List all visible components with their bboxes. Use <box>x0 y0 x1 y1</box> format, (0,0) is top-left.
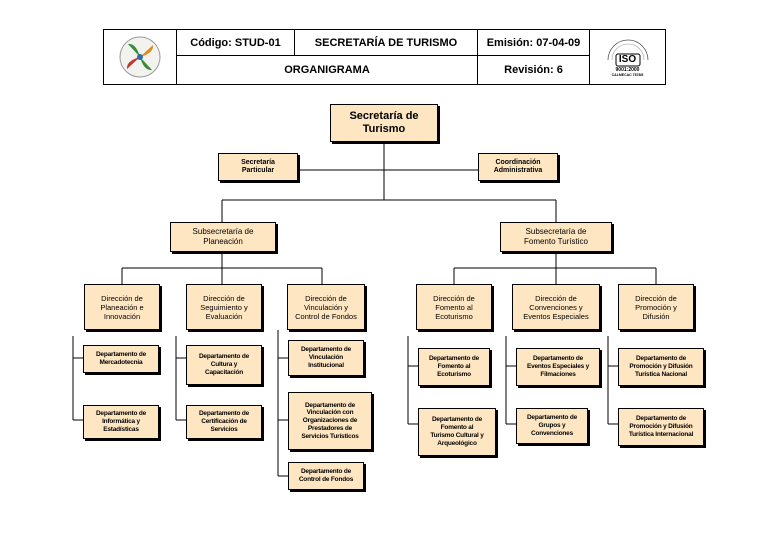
subsecretariat-tourism-promotion-box: Subsecretaría de Fomento Turístico <box>500 222 612 252</box>
department-box: Departamento de Promoción y Difusión Tur… <box>618 348 704 386</box>
code-cell: Código: STUD-01 <box>177 30 295 56</box>
department-box: Departamento de Control de Fondos <box>288 462 364 490</box>
department-box: Departamento de Mercadotecnia <box>83 345 159 373</box>
department-box: Departamento de Eventos Especiales y Fil… <box>516 348 600 386</box>
iso-seal-cell: ISO 9001:2000 CALMECAC 7878/8 <box>590 30 665 84</box>
department-box: Departamento de Vinculación Instituciona… <box>288 340 364 376</box>
iso-number: 9001:2000 <box>615 67 640 73</box>
private-secretariat-box: Secretaría Particular <box>218 153 298 181</box>
department-box: Departamento de Fomento al Turismo Cultu… <box>418 408 496 456</box>
direction-box: Dirección de Fomento al Ecoturismo <box>416 284 492 330</box>
administrative-coordination-box: Coordinación Administrativa <box>478 153 558 181</box>
direction-box: Dirección de Convenciones y Eventos Espe… <box>512 284 600 330</box>
iso-label: ISO <box>618 54 637 65</box>
iso-caption: CALMECAC 7878/8 <box>611 73 644 77</box>
department-box: Departamento de Cultura y Capacitación <box>186 345 262 385</box>
department-box: Departamento de Vinculación con Organiza… <box>288 392 372 450</box>
emission-cell: Emisión: 07-04-09 <box>478 30 590 56</box>
department-box: Departamento de Fomento al Ecoturismo <box>418 348 490 386</box>
logo-cell <box>104 30 177 84</box>
title-cell: SECRETARÍA DE TURISMO <box>295 30 478 56</box>
direction-box: Dirección de Promoción y Difusión <box>618 284 694 330</box>
document-header: Código: STUD-01 SECRETARÍA DE TURISMO Em… <box>103 29 666 85</box>
doc-type-cell: ORGANIGRAMA <box>177 56 478 84</box>
department-box: Departamento de Informática y Estadístic… <box>83 405 159 439</box>
direction-box: Dirección de Vinculación y Control de Fo… <box>287 284 365 330</box>
iso-seal-icon: ISO 9001:2000 CALMECAC 7878/8 <box>602 34 654 80</box>
department-box: Departamento de Promoción y Difusión Tur… <box>618 408 704 446</box>
department-box: Departamento de Grupos y Convenciones <box>516 408 588 444</box>
direction-box: Dirección de Seguimiento y Evaluación <box>186 284 262 330</box>
revision-cell: Revisión: 6 <box>478 56 590 84</box>
secretariat-box: Secretaría de Turismo <box>330 104 438 142</box>
tourism-logo-icon <box>119 36 161 78</box>
subsecretariat-planning-box: Subsecretaría de Planeación <box>170 222 276 252</box>
direction-box: Dirección de Planeación e Innovación <box>84 284 160 330</box>
department-box: Departamento de Certificación de Servici… <box>186 405 262 439</box>
